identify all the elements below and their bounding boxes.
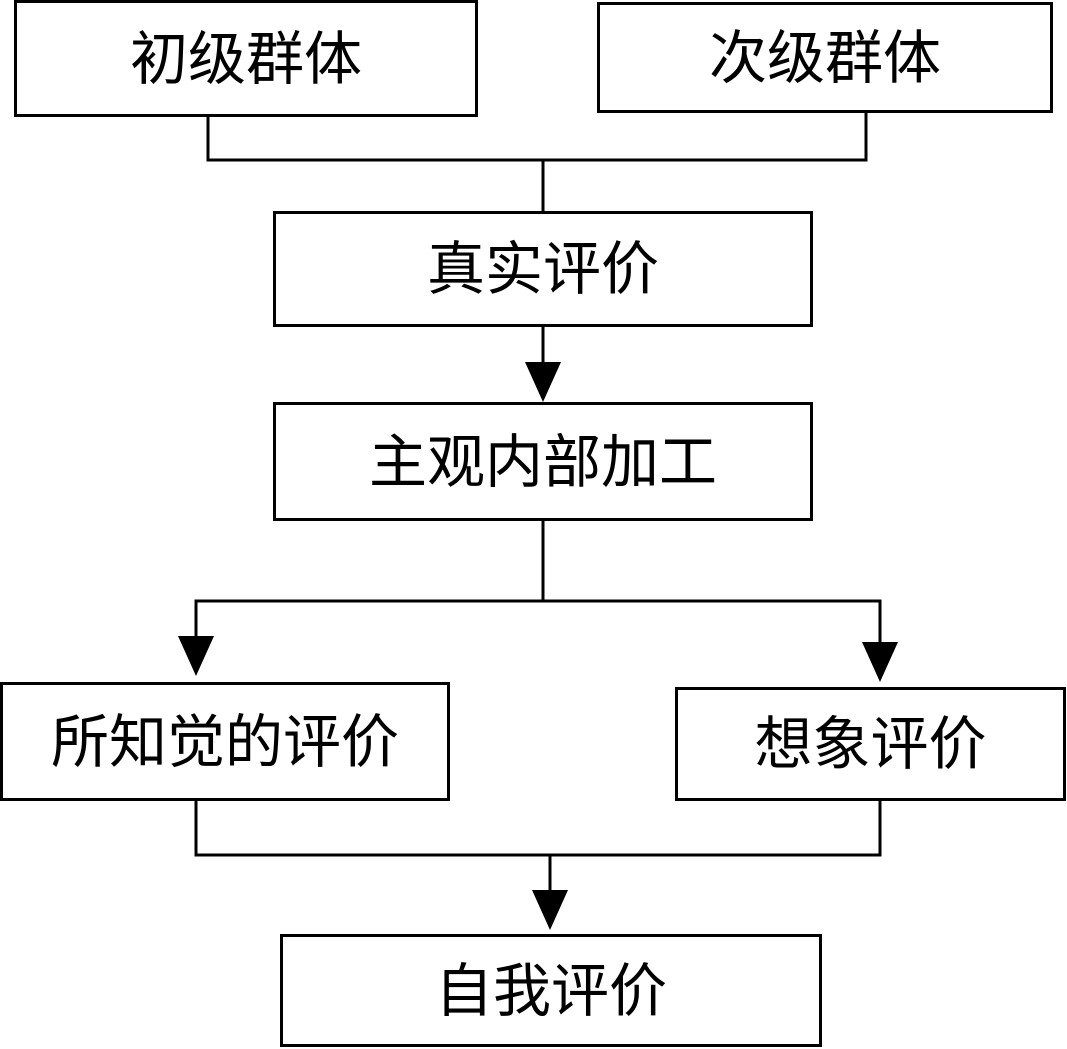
node-perceived-appraisal: 所知觉的评价 [0, 682, 450, 801]
connector-groups-merge [206, 113, 868, 162]
node-self-appraisal: 自我评价 [280, 934, 822, 1047]
connector-split [194, 599, 882, 642]
node-imagined-appraisal-label: 想象评价 [754, 710, 987, 778]
node-secondary-group: 次级群体 [597, 2, 1053, 113]
arrowhead-to-subjective [525, 362, 561, 402]
connector-appraisals-merge [194, 801, 882, 857]
node-imagined-appraisal: 想象评价 [675, 687, 1066, 801]
node-subjective-processing-label: 主观内部加工 [368, 427, 717, 496]
arrowhead-to-perceived [178, 636, 214, 676]
node-real-appraisal-label: 真实评价 [426, 235, 659, 303]
node-subjective-processing: 主观内部加工 [273, 402, 813, 521]
node-primary-group: 初级群体 [14, 0, 478, 117]
node-perceived-appraisal-label: 所知觉的评价 [50, 707, 399, 776]
node-self-appraisal-label: 自我评价 [434, 956, 667, 1025]
arrowhead-to-imagined [862, 642, 898, 682]
node-secondary-group-label: 次级群体 [708, 23, 941, 92]
node-primary-group-label: 初级群体 [129, 24, 362, 93]
arrowhead-to-self [532, 890, 568, 930]
node-real-appraisal: 真实评价 [273, 211, 813, 327]
